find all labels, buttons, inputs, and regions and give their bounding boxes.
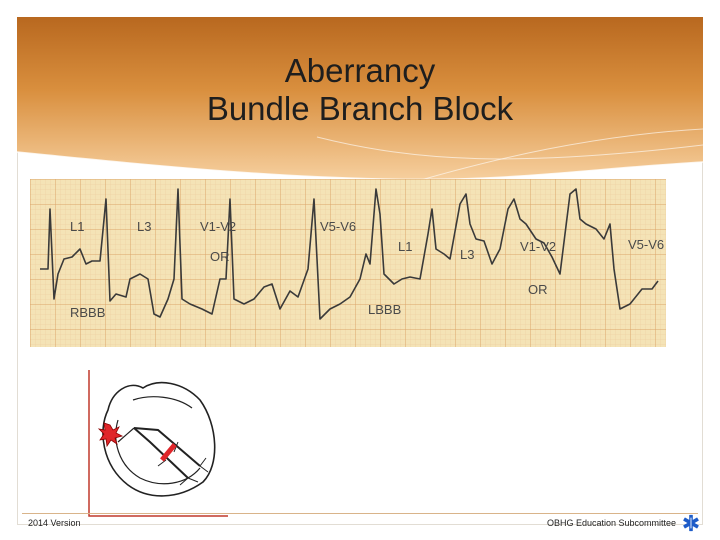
lead-label-v1v2-bottom: V1-V2 [520,239,556,254]
bundle-block-mark [160,443,177,462]
lead-label-l3-bottom: L3 [460,247,474,262]
heart-conduction-diagram [88,370,228,517]
lead-label-l3-top: L3 [137,219,151,234]
ecg-strip-image: L1 L3 V1-V2 OR V5-V6 RBBB L1 L3 V1-V2 OR… [30,179,666,347]
star-of-life-icon [683,514,699,532]
lead-label-v5v6-bottom: V5-V6 [628,237,664,252]
footer-version: 2014 Version [28,518,81,528]
sa-node-burst [97,422,124,448]
footer-organization: OBHG Education Subcommittee [546,518,676,528]
lead-label-l1-bottom: L1 [398,239,412,254]
lead-label-v5v6-top: V5-V6 [320,219,356,234]
lead-label-or-top: OR [210,249,230,264]
lead-label-or-bottom: OR [528,282,548,297]
rbbb-label: RBBB [70,305,105,320]
lbbb-label: LBBB [368,302,401,317]
footer-divider [22,513,698,514]
title-line-1: Aberrancy [284,52,436,89]
lead-label-v1v2-top: V1-V2 [200,219,236,234]
lead-label-l1-top: L1 [70,219,84,234]
slide-title: Aberrancy Bundle Branch Block [17,52,703,128]
title-line-2: Bundle Branch Block [206,90,514,127]
